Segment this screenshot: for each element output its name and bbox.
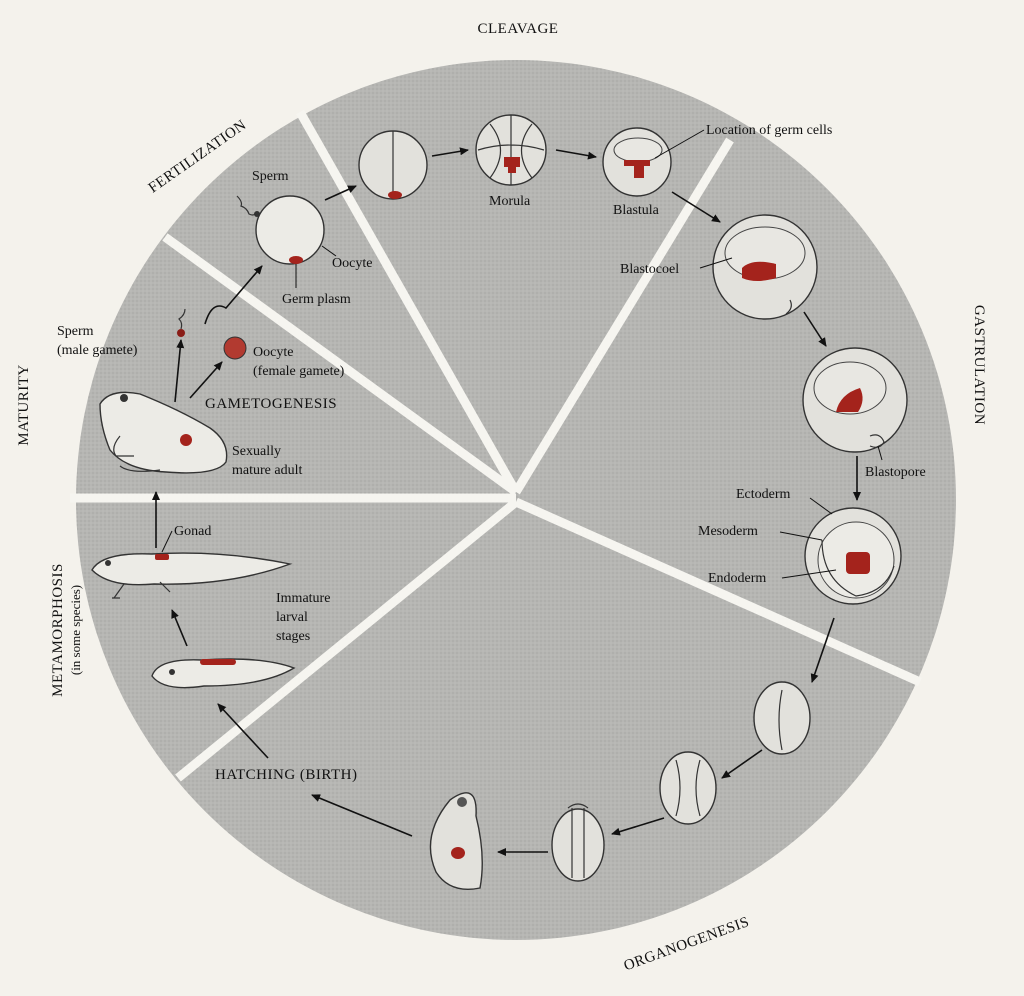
neurula-early [753,681,811,755]
label-mesoderm: Mesoderm [698,524,758,539]
label-germ-plasm: Germ plasm [282,292,351,307]
label-male-gamete: (male gamete) [57,343,138,358]
morula-embryo [475,114,547,186]
stage-title-gametogenesis: GAMETOGENESIS [205,396,337,412]
tadpole-with-legs [91,552,293,599]
label-ectoderm: Ectoderm [736,487,791,502]
stage-title-gastrulation: GASTRULATION [971,305,987,425]
label-immature: Immature [276,591,330,606]
tailbud-embryo [429,792,483,890]
stage-title-organogenesis: ORGANOGENESIS [622,914,752,974]
label-endoderm: Endoderm [708,571,766,586]
female-oocyte-cell [223,336,247,360]
blastula-embryo [602,127,672,197]
label-larval: larval [276,610,308,625]
late-gastrula [804,507,902,605]
sperm-head-icon [254,211,260,217]
early-gastrula [712,214,818,320]
stage-title-maturity: MATURITY [16,364,32,446]
label-sexually: Sexually [232,444,281,459]
neurula-late [551,803,605,882]
label-oocyte-female: Oocyte [253,345,293,360]
label-sperm-fertilization: Sperm [252,169,289,184]
label-mature-adult: mature adult [232,463,302,478]
label-female-gamete: (female gamete) [253,364,345,379]
stage-title-metamorphosis: METAMORPHOSIS [50,563,66,697]
tadpole-early [151,658,296,689]
mid-gastrula [802,347,908,453]
sector-dividers [70,109,922,782]
two-cell-embryo [358,130,428,200]
sperm-cell-icon [236,195,256,216]
label-morula: Morula [489,194,531,209]
label-blastocoel: Blastocoel [620,262,679,277]
stage-title-hatching: HATCHING (BIRTH) [215,767,358,783]
neurula-mid [659,751,717,825]
metamorphosis-note: (in some species) [68,585,83,675]
label-sperm-male: Sperm [57,324,94,339]
adult-frog [99,391,228,474]
label-stages: stages [276,629,310,644]
label-location-germ-cells: Location of germ cells [706,123,832,138]
label-gonad: Gonad [174,524,211,539]
male-sperm-cell [177,308,186,337]
label-blastopore: Blastopore [865,465,926,480]
label-oocyte-fertilization: Oocyte [332,256,372,271]
label-blastula: Blastula [613,203,660,218]
stage-title-cleavage: CLEAVAGE [478,21,559,37]
fertilization-oocyte [255,195,325,265]
